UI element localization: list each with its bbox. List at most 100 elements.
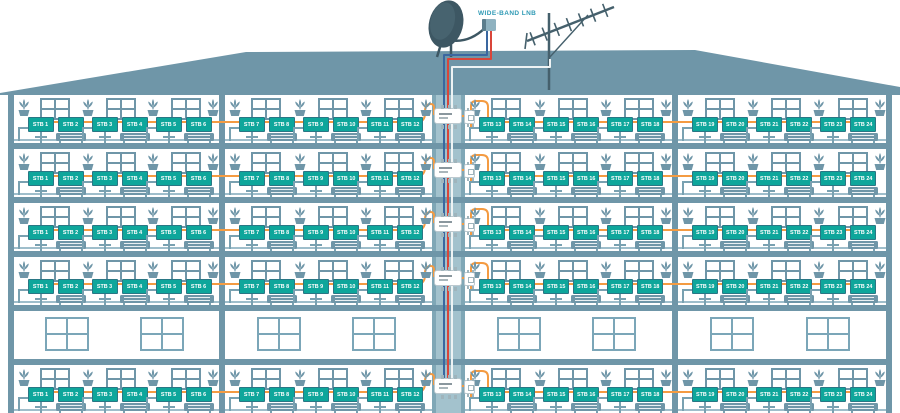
console-foot bbox=[123, 411, 125, 413]
tv-stand-base bbox=[246, 190, 258, 192]
stb-tv: STB 5 bbox=[156, 117, 182, 132]
tv-stand-base bbox=[163, 298, 175, 300]
console-foot bbox=[270, 249, 272, 251]
plant-icon bbox=[293, 99, 307, 117]
console-foot bbox=[574, 195, 576, 197]
stb-tv: STB 2 bbox=[58, 279, 84, 294]
side-table-leg bbox=[746, 289, 748, 303]
tv-stand bbox=[40, 402, 42, 406]
tv-stand-base bbox=[486, 136, 498, 138]
side-table-leg bbox=[229, 289, 231, 303]
stb-label: STB 8 bbox=[274, 175, 290, 182]
tv-stand-base bbox=[827, 190, 839, 192]
plant-glyph bbox=[600, 369, 612, 386]
multiswitch-port bbox=[441, 159, 444, 163]
tv-stand bbox=[104, 186, 106, 190]
stb-label: STB 8 bbox=[274, 283, 290, 290]
splitter-pin bbox=[467, 162, 469, 165]
tv-stand bbox=[619, 186, 621, 190]
tv-stand-base bbox=[163, 136, 175, 138]
floor-line bbox=[14, 139, 219, 141]
stb-tv: STB 5 bbox=[156, 171, 182, 186]
tv-stand-base bbox=[374, 136, 386, 138]
stb-label: STB 3 bbox=[97, 229, 113, 236]
plant-glyph bbox=[18, 99, 30, 116]
console-foot bbox=[123, 249, 125, 251]
multiswitch-port bbox=[441, 125, 444, 129]
floor-line bbox=[678, 193, 886, 195]
stb-label: STB 1 bbox=[33, 229, 49, 236]
plant-icon bbox=[873, 369, 887, 387]
plant-icon bbox=[17, 261, 31, 279]
stb-tv: STB 17 bbox=[607, 225, 633, 240]
side-table-leg bbox=[293, 127, 295, 141]
stb-tv: STB 13 bbox=[479, 279, 505, 294]
plant-glyph bbox=[747, 99, 759, 116]
side-table-top bbox=[746, 181, 757, 183]
side-table-leg bbox=[597, 127, 599, 141]
splitter-pin bbox=[471, 124, 474, 127]
window bbox=[251, 260, 281, 282]
tv-stand-base bbox=[486, 406, 498, 408]
plant-icon bbox=[81, 99, 95, 117]
stb-label: STB 15 bbox=[546, 229, 566, 236]
multiswitch-port bbox=[441, 179, 444, 183]
side-table-top bbox=[469, 397, 480, 399]
side-table-top bbox=[682, 235, 693, 237]
stb-label: STB 6 bbox=[191, 391, 207, 398]
tv-stand bbox=[251, 240, 253, 244]
plant-icon bbox=[146, 99, 160, 117]
tv-console bbox=[848, 133, 878, 141]
stb-label: STB 9 bbox=[308, 283, 324, 290]
tv-stand-base bbox=[163, 244, 175, 246]
stb-tv: STB 18 bbox=[637, 387, 663, 402]
cable-stub bbox=[379, 408, 381, 413]
console-foot bbox=[398, 195, 400, 197]
cable-stub bbox=[555, 408, 557, 413]
tv-stand bbox=[555, 186, 557, 190]
console-foot bbox=[187, 141, 189, 143]
cable-stub bbox=[315, 138, 317, 143]
cable-stub bbox=[555, 192, 557, 197]
console-foot bbox=[398, 411, 400, 413]
lnb-label: WIDE-BAND LNB bbox=[478, 10, 537, 17]
stb-label: STB 22 bbox=[789, 391, 809, 398]
console-foot bbox=[873, 249, 875, 251]
plant-glyph bbox=[360, 207, 372, 224]
plant-glyph bbox=[360, 99, 372, 116]
window bbox=[838, 260, 868, 282]
plant-glyph bbox=[420, 153, 432, 170]
console-foot bbox=[420, 195, 422, 197]
tv-stand bbox=[491, 132, 493, 136]
tv-stand-base bbox=[699, 136, 711, 138]
side-table-top bbox=[533, 127, 544, 129]
multiswitch bbox=[434, 375, 462, 399]
tv-console bbox=[720, 295, 750, 303]
plant-icon bbox=[228, 261, 242, 279]
side-table-leg bbox=[82, 181, 84, 195]
stb-tv: STB 2 bbox=[58, 387, 84, 402]
tv-stand-base bbox=[99, 244, 111, 246]
console-foot bbox=[187, 195, 189, 197]
floor-slab bbox=[8, 197, 892, 203]
stb-label: STB 22 bbox=[789, 175, 809, 182]
tv-stand-base bbox=[99, 136, 111, 138]
tv-stand-base bbox=[550, 298, 562, 300]
plant-glyph bbox=[874, 369, 886, 386]
side-table-leg bbox=[597, 397, 599, 411]
tv-console bbox=[56, 403, 86, 411]
console-foot bbox=[81, 249, 83, 251]
tv-stand bbox=[40, 186, 42, 190]
tv-console bbox=[120, 241, 150, 249]
tv-console bbox=[507, 241, 537, 249]
side-table-leg bbox=[146, 397, 148, 411]
stb-tv: STB 13 bbox=[479, 117, 505, 132]
side-table-top bbox=[229, 397, 240, 399]
stb-label: STB 11 bbox=[370, 283, 389, 290]
stb-label: STB 7 bbox=[244, 229, 260, 236]
tv-stand bbox=[379, 186, 381, 190]
